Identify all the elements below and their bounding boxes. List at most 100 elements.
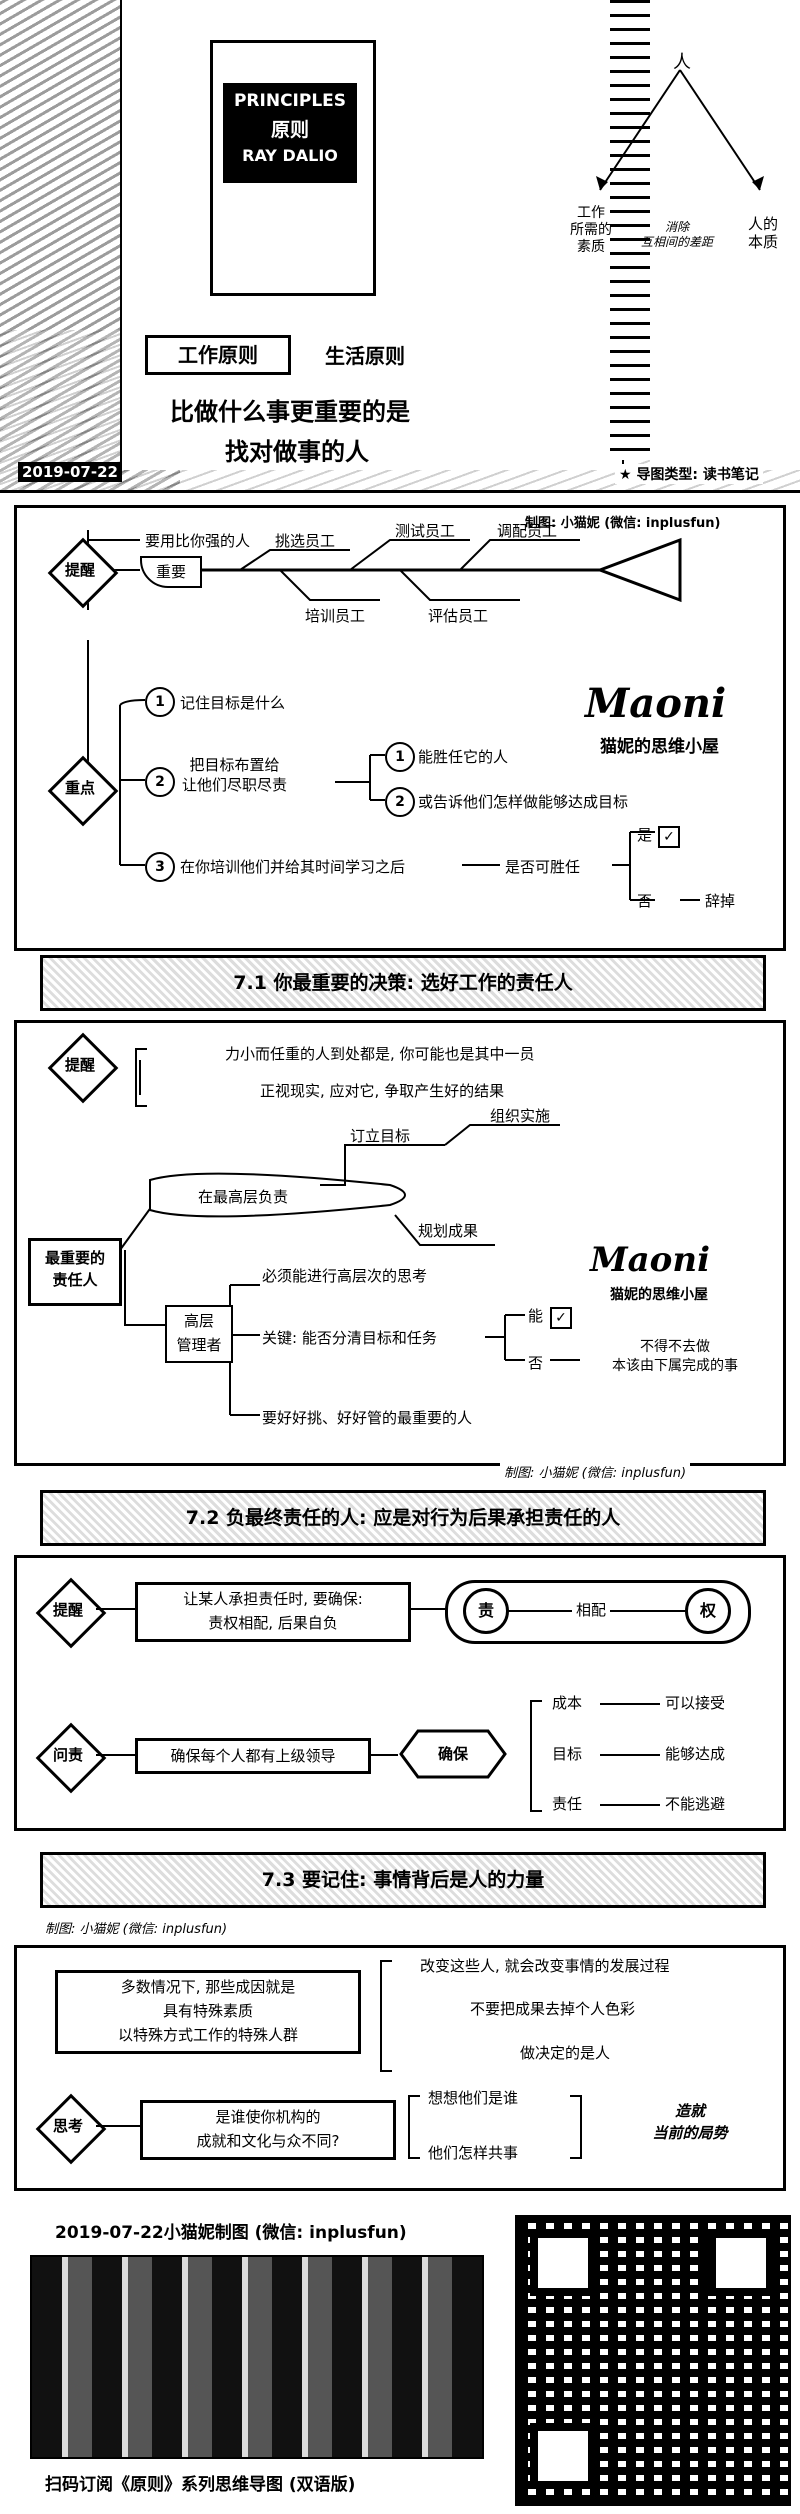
s2-tip-l1: 力小而任重的人到处都是, 你可能也是其中一员	[225, 1043, 535, 1064]
num-2b: 2	[385, 787, 415, 817]
bracket	[380, 1960, 392, 2072]
footer-photo	[30, 2255, 484, 2459]
s3-row0-line	[600, 1703, 660, 1705]
s3-tip-l1: 让某人承担责任时, 要确保:	[138, 1587, 408, 1611]
fish-item-0: 挑选员工	[275, 530, 335, 551]
s3-power: 权	[700, 1601, 716, 1620]
diamond-label: 提醒	[52, 1054, 108, 1075]
bracket	[408, 2095, 420, 2159]
fish-item-2: 调配员工	[497, 520, 557, 541]
s1-k1: 记住目标是什么	[180, 692, 285, 713]
s1-k2b: 或告诉他们怎样做能够达成目标	[418, 791, 628, 812]
section4-think-diamond: 思考	[40, 2098, 96, 2154]
s3-row0-k: 成本	[552, 1692, 582, 1713]
num-3: 3	[145, 852, 175, 882]
header-tagline: ★ 导图类型: 读书笔记	[615, 464, 763, 484]
fish-item-3: 培训员工	[305, 605, 365, 626]
s1-k3: 在你培训他们并给其时间学习之后	[180, 856, 405, 877]
s2-no-l2: 本该由下属完成的事	[580, 1357, 770, 1376]
tri-left-l2: 所需的	[556, 222, 626, 239]
s1-important-label: 重要	[156, 563, 186, 581]
s3-match: 相配	[572, 1599, 610, 1620]
tri-right-l2: 本质	[738, 233, 788, 251]
tri-left: 工作 所需的 素质	[556, 205, 626, 256]
footer-top: 2019-07-22小猫妮制图 (微信: inplusfun)	[55, 2218, 407, 2243]
s4-q-l1: 是谁使你机构的	[143, 2105, 393, 2129]
header-area: PRINCIPLES 原则 RAY DALIO 工作原则 生活原则 比做什么事更…	[0, 0, 800, 493]
book-title-en: PRINCIPLES	[223, 91, 357, 111]
s3-duty-circle: 责	[463, 1588, 509, 1634]
book-title-panel: PRINCIPLES 原则 RAY DALIO	[223, 83, 357, 183]
section2-banner: 7.1 你最重要的决策: 选好工作的责任人	[40, 955, 766, 1011]
tri-left-l3: 素质	[556, 239, 626, 256]
checkbox-icon: ✓	[658, 826, 680, 848]
section4-credit: 制图: 小猫妮 (微信: inplusfun)	[45, 1918, 227, 1937]
section1-key-diamond: 重点	[52, 760, 108, 816]
diamond-label: 重点	[52, 777, 108, 798]
s3-power-circle: 权	[685, 1588, 731, 1634]
s1-logo: Maoni	[585, 680, 726, 727]
s3-tip-box: 让某人承担责任时, 要确保: 责权相配, 后果自负	[135, 1582, 411, 1642]
s4-box-l1: 多数情况下, 那些成因就是	[58, 1975, 358, 1999]
s1-k2: 把目标布置给 让他们尽职尽责	[182, 755, 287, 795]
s3-ask-connector2	[368, 1754, 398, 1756]
s2-mgr-l1: 高层	[167, 1309, 231, 1333]
s1-k2a: 能胜任它的人	[418, 746, 508, 767]
s2-mgr-box: 高层 管理者	[165, 1305, 233, 1363]
s3-row0-v: 可以接受	[665, 1692, 725, 1713]
s3-duty: 责	[478, 1601, 494, 1620]
s3-bal-connector	[408, 1608, 446, 1610]
s3-ask-box: 确保每个人都有上级领导	[135, 1738, 371, 1774]
s2-top-b: 组织实施	[490, 1105, 550, 1126]
s4-box-l3: 以特殊方式工作的特殊人群	[58, 2023, 358, 2047]
s2-root-l1: 最重要的	[31, 1247, 119, 1269]
slogan-line2: 找对做事的人	[225, 432, 369, 467]
s4-res: 造就 当前的局势	[630, 2100, 750, 2144]
s3-tip-l2: 责权相配, 后果自负	[138, 1611, 408, 1635]
fish-item-4: 评估员工	[428, 605, 488, 626]
star-icon: ★	[619, 467, 632, 483]
s3-ensure-hex: 确保	[398, 1728, 508, 1780]
s3-ensure: 确保	[398, 1743, 508, 1764]
bracket	[530, 1700, 542, 1812]
s1-k3q: 是否可胜任	[505, 856, 580, 877]
s1-fire: 辞掉	[705, 890, 735, 911]
diamond-label: 提醒	[52, 559, 108, 580]
tri-top: 人	[673, 48, 691, 74]
diamond-label: 思考	[40, 2115, 96, 2136]
tab-life[interactable]: 生活原则	[325, 340, 405, 369]
s3-ask-line: 确保每个人都有上级领导	[170, 1747, 335, 1765]
section3-ask-diamond: 问责	[40, 1727, 96, 1783]
tab-work[interactable]: 工作原则	[145, 335, 291, 375]
s2-no-text: 不得不去做 本该由下属完成的事	[580, 1338, 770, 1376]
section2-tip-diamond: 提醒	[52, 1037, 108, 1093]
s3-row1-k: 目标	[552, 1743, 582, 1764]
tri-right-l1: 人的	[738, 215, 788, 233]
diamond-label: 提醒	[40, 1599, 96, 1620]
qr-code[interactable]	[515, 2215, 791, 2506]
num-1b: 1	[385, 742, 415, 772]
s1-k2-l2: 让他们尽职尽责	[182, 775, 287, 795]
book-cover: PRINCIPLES 原则 RAY DALIO	[210, 40, 376, 296]
s4-q-a: 想想他们是谁	[428, 2087, 518, 2108]
section3-tip-diamond: 提醒	[40, 1582, 96, 1638]
s4-q-l2: 成就和文化与众不同?	[143, 2129, 393, 2153]
s2-top-c: 规划成果	[418, 1220, 478, 1241]
s3-row1-line	[600, 1754, 660, 1756]
bracket-right	[570, 2095, 582, 2159]
s4-r1: 改变这些人, 就会改变事情的发展过程	[420, 1955, 670, 1976]
num-2: 2	[145, 767, 175, 797]
s4-box: 多数情况下, 那些成因就是 具有特殊素质 以特殊方式工作的特殊人群	[55, 1970, 361, 2054]
s4-res-l1: 造就	[630, 2100, 750, 2122]
s4-r3: 做决定的是人	[520, 2042, 610, 2063]
s2-mgr-l2: 管理者	[167, 1333, 231, 1357]
s2-top-a: 订立目标	[350, 1125, 410, 1146]
tri-mid-l2: 互相间的差距	[622, 235, 732, 250]
s1-yes: 是	[637, 824, 652, 845]
s1-no: 否	[637, 890, 652, 911]
s2-no-l1: 不得不去做	[580, 1338, 770, 1357]
s2-m1: 必须能进行高层次的思考	[262, 1265, 427, 1286]
s2-root-box: 最重要的 责任人	[28, 1238, 122, 1306]
book-title-cn: 原则	[223, 115, 357, 142]
s3-tip-connector	[96, 1608, 136, 1610]
